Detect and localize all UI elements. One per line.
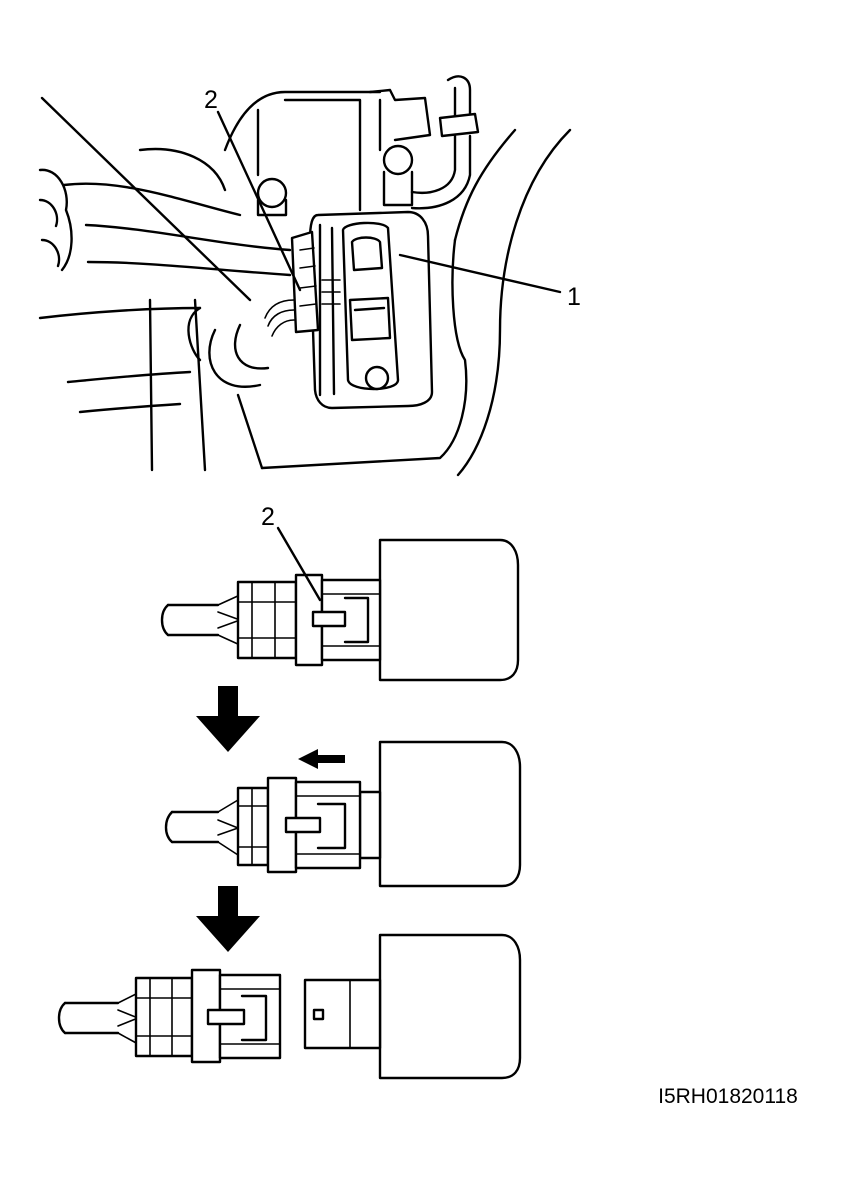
step-3-disconnected — [57, 933, 522, 1080]
installation-view — [38, 75, 572, 477]
step-2-unlock — [164, 740, 522, 888]
arrow-down-icon — [196, 686, 260, 752]
label-connector-step1: 2 — [261, 503, 275, 531]
label-connector-top: 2 — [204, 86, 218, 114]
label-sensor: 1 — [567, 283, 581, 311]
step-1-connected — [160, 526, 520, 682]
arrow-down-icon — [196, 886, 260, 952]
arrow-left-icon — [298, 749, 345, 769]
figure-code: I5RH01820118 — [658, 1085, 798, 1108]
